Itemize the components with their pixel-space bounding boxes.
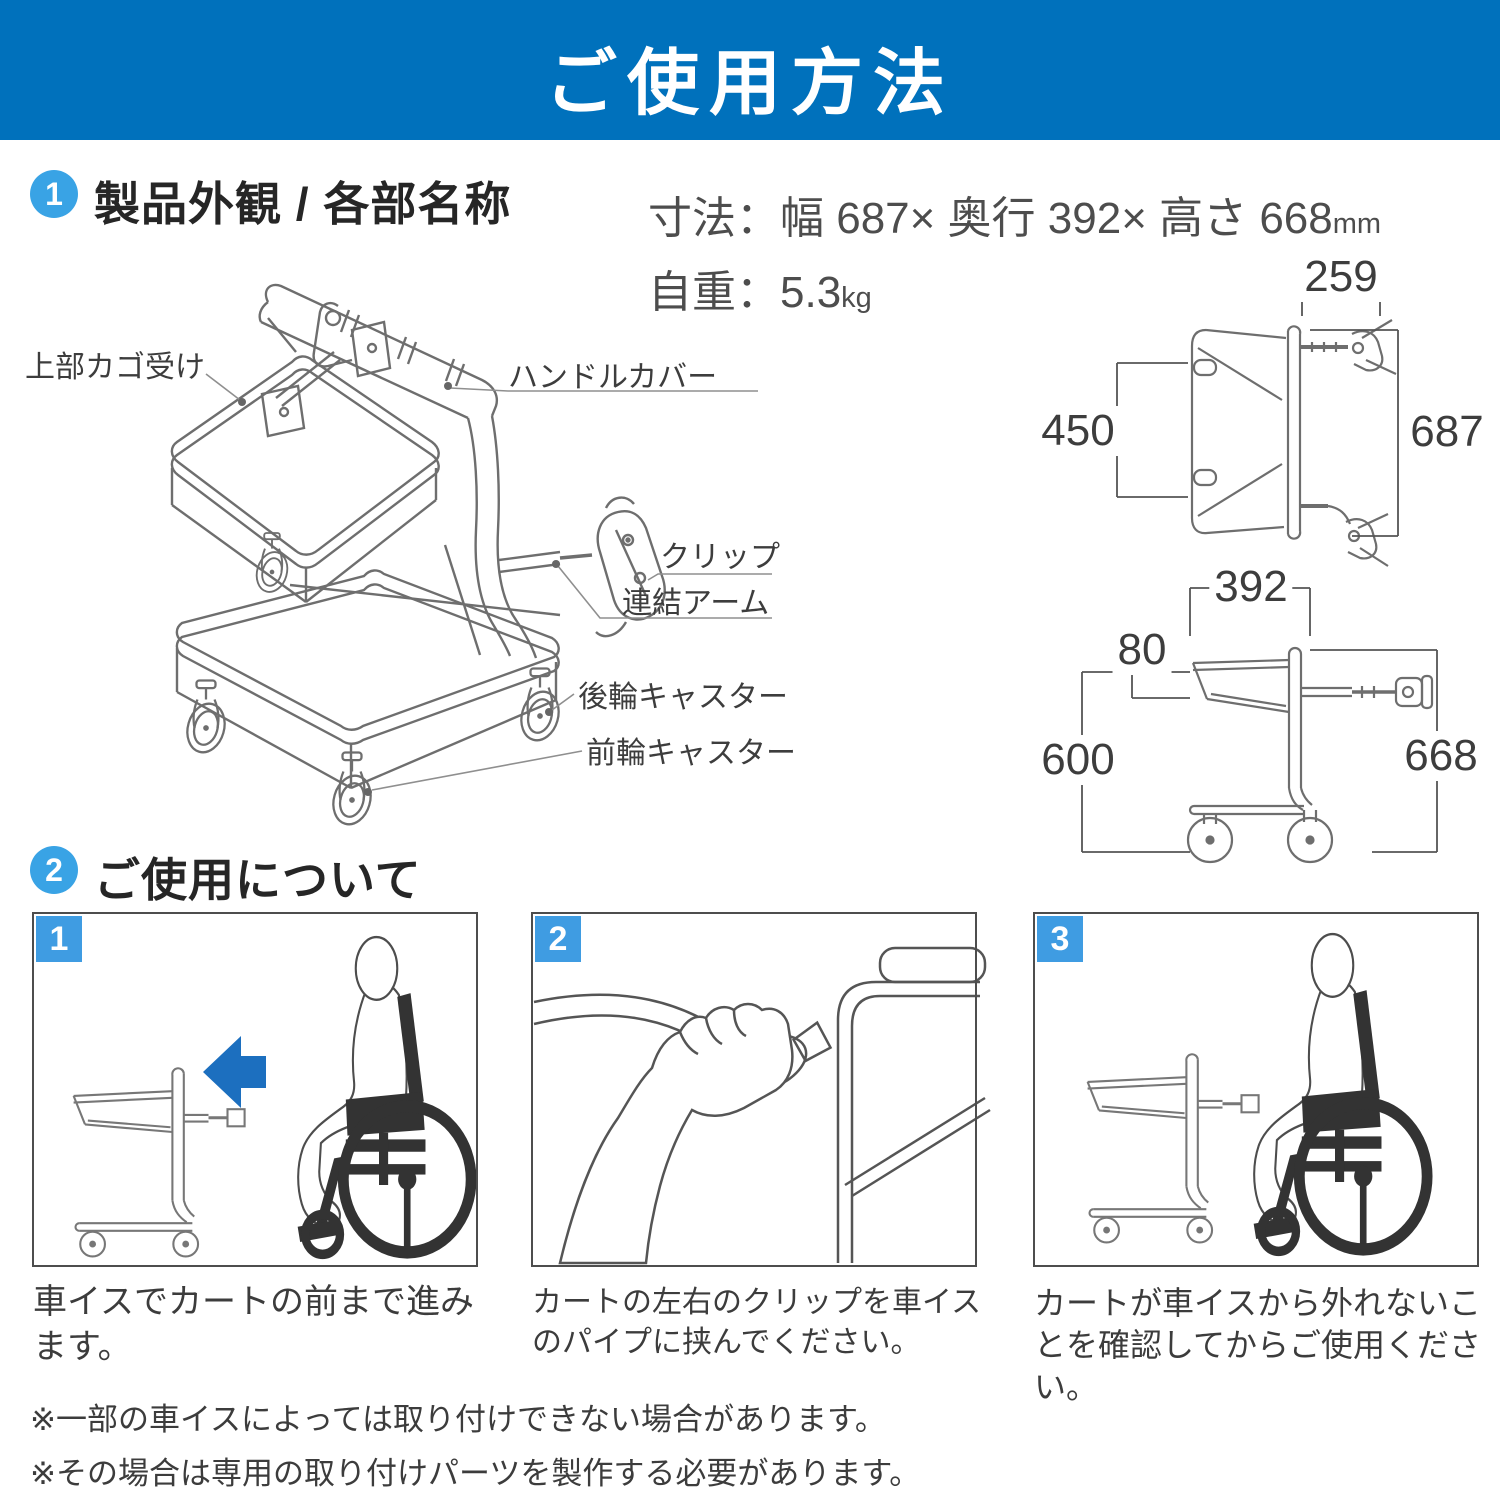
- spec-weight-unit: kg: [841, 282, 872, 314]
- step2-caption: カートの左右のクリップを車イスのパイプに挟んでください。: [532, 1286, 982, 1359]
- top-view-drawing: [1116, 298, 1399, 567]
- part-leader-lines: [205, 373, 772, 796]
- section2-title: ご使用について: [94, 854, 422, 906]
- left-arrow-icon: [203, 1036, 266, 1108]
- footnote-2: ※その場合は専用の取り付けパーツを製作する必要があります。: [30, 1456, 921, 1491]
- section1-title: 製品外観 / 各部名称: [94, 178, 512, 230]
- dim-label-80: 80: [1112, 625, 1172, 675]
- step1-panel: [32, 912, 478, 1267]
- part-label-front-caster: 前輪キャスター: [586, 737, 796, 770]
- section2-number-badge: 2: [30, 846, 78, 894]
- spec-dimensions-unit: mm: [1332, 208, 1382, 240]
- dim-label-687: 687: [1405, 407, 1489, 457]
- dim-label-450: 450: [1036, 406, 1120, 456]
- part-label-upper-basket: 上部カゴ受け: [25, 351, 205, 384]
- step2-illustration: [533, 946, 991, 1265]
- step3-caption: カートが車イスから外れないことを確認してからご使用ください。: [1034, 1285, 1482, 1406]
- cart-illustration: [170, 283, 666, 830]
- dim-label-259: 259: [1299, 252, 1383, 302]
- step1-illustration: [72, 937, 472, 1256]
- step3-badge: 3: [1037, 916, 1083, 962]
- part-label-rear-caster: 後輪キャスター: [578, 681, 788, 714]
- footnote-1: ※一部の車イスによっては取り付けできない場合があります。: [30, 1402, 886, 1437]
- spec-weight-value: 自重：5.3: [648, 268, 842, 317]
- step1-badge: 1: [36, 916, 82, 962]
- dim-label-392: 392: [1209, 562, 1293, 612]
- dim-label-668: 668: [1399, 731, 1483, 781]
- part-label-clip: クリップ: [660, 541, 780, 574]
- step3-panel: [1033, 912, 1479, 1267]
- spec-weight: 自重：5.3kg: [648, 256, 872, 320]
- spec-dimensions: 寸法：幅 687× 奥行 392× 高さ 668mm: [648, 182, 1381, 246]
- part-label-handle-cover: ハンドルカバー: [508, 361, 718, 394]
- dim-label-600: 600: [1036, 735, 1120, 785]
- section1-number-badge: 1: [30, 170, 78, 218]
- step2-badge: 2: [535, 916, 581, 962]
- step1-caption: 車イスでカートの前まで進みます。: [33, 1283, 474, 1366]
- page-header: [0, 0, 1500, 140]
- side-view-drawing: [1081, 587, 1438, 864]
- spec-dimensions-value: 寸法：幅 687× 奥行 392× 高さ 668: [648, 194, 1333, 243]
- page-title: ご使用方法: [544, 44, 955, 124]
- step2-panel: [531, 912, 977, 1267]
- part-label-link-arm: 連結アーム: [622, 587, 770, 620]
